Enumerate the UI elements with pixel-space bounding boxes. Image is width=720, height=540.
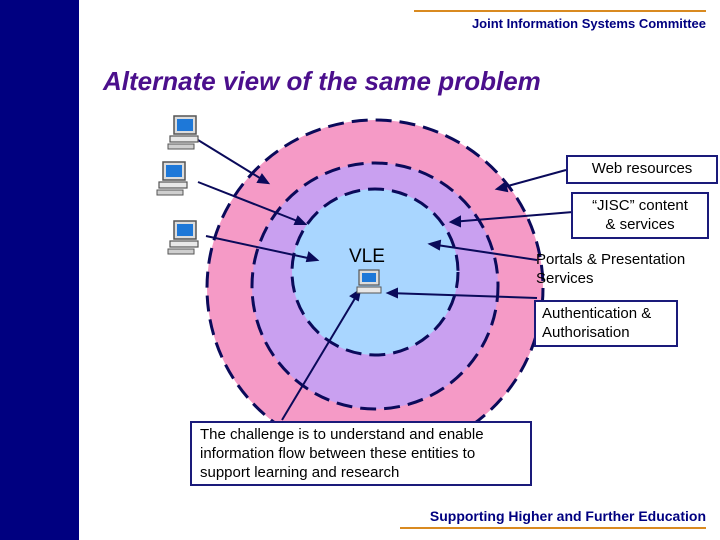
vle-computer-icon <box>355 268 383 301</box>
portals-label: Portals & Presentation Services <box>530 248 691 290</box>
challenge-line3: support learning and research <box>200 464 400 481</box>
computer-user-icon <box>166 219 202 264</box>
web-resources-label: Web resources <box>591 160 693 177</box>
header-org: Joint Information Systems Committee <box>471 16 706 31</box>
arrow-user1-to-outer <box>197 139 269 184</box>
authentication-box: Authentication & Authorisation <box>534 300 678 347</box>
jisc-content-line1: “JISC” content <box>592 197 688 214</box>
web-resources-box: Web resources <box>566 155 718 184</box>
auth-line2: Authorisation <box>542 324 630 341</box>
arrow-user2-to-middle <box>197 181 306 225</box>
portals-line2: Services <box>536 270 594 287</box>
header-rule <box>414 10 706 12</box>
computer-user-icon <box>166 114 202 159</box>
arrow-authentication <box>387 292 538 299</box>
arrow-web-resources <box>496 169 567 190</box>
computer-user-icon <box>155 160 191 205</box>
auth-line1: Authentication & <box>542 305 652 322</box>
arrow-user3-to-inner <box>205 235 318 261</box>
vle-label: VLE <box>349 246 385 267</box>
left-band <box>0 0 79 540</box>
challenge-line1: The challenge is to understand and enabl… <box>200 426 484 443</box>
portals-line1: Portals & Presentation <box>536 251 686 268</box>
jisc-content-line2: & services <box>605 216 675 233</box>
arrow-jisc-content <box>450 211 574 223</box>
jisc-content-box: “JISC” content & services <box>571 192 709 239</box>
challenge-line2: information flow between these entities … <box>200 445 476 462</box>
footer-rule <box>400 527 706 529</box>
slide-title: Alternate view of the same problem <box>103 66 541 96</box>
arrow-challenge <box>281 289 361 421</box>
footer-tagline: Supporting Higher and Further Education <box>429 508 706 524</box>
challenge-box: The challenge is to understand and enabl… <box>190 421 532 486</box>
arrow-portals <box>429 243 538 261</box>
